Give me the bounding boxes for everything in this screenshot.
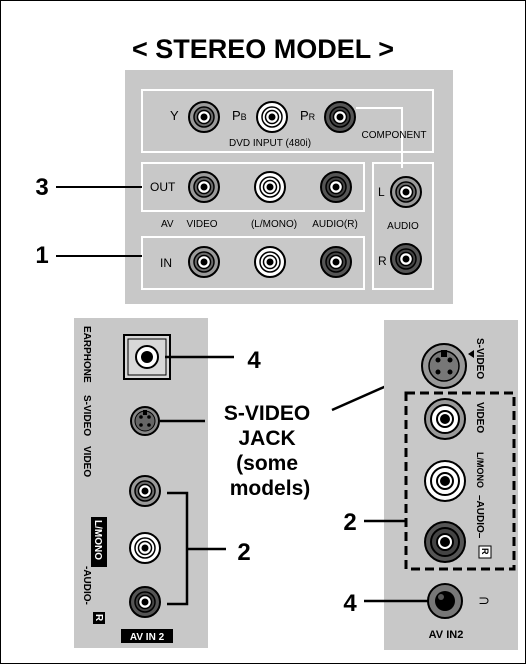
in-video-jack[interactable] [188,246,220,278]
left-r-bg [93,612,105,624]
left-audio-label: -AUDIO- [81,566,92,605]
right-audio-r-jack[interactable] [424,521,466,563]
y-label: Y [170,108,179,123]
av-label: AV [161,219,174,230]
video-label: VIDEO [186,219,217,230]
left-lmono-bg [91,517,107,567]
audio-l-jack[interactable] [390,176,422,208]
component-box [141,89,434,153]
svideo-callout-line-1: S-VIDEO [224,402,310,425]
component-label: COMPONENT [362,130,427,141]
svideo-callout-line-3: (some [236,452,298,475]
out-video-jack[interactable] [188,171,220,203]
svideo-callout-line-4: models) [230,477,311,500]
lmono-label: (L/MONO) [251,219,297,230]
right-r-box [478,545,492,559]
top-panel: Y PB PR DVD INPUT (480i) COMPONENT OUT A… [125,70,453,304]
left-av-in-label: AV IN 2 [130,632,165,643]
left-r-label: R [93,614,104,622]
out-audio-r-jack[interactable] [320,171,352,203]
right-svideo-jack[interactable] [421,343,467,389]
right-lmono-label: L/MONO [475,452,485,488]
in-row-box [141,236,365,290]
left-av-callout: 2 [237,539,250,566]
right-video-label: VIDEO [474,402,485,433]
audio-r-label: AUDIO(R) [312,219,358,230]
audio-l-label: L [378,185,385,199]
left-svideo-label: S-VIDEO [81,395,92,436]
out-label: OUT [150,180,176,194]
audio-r-jack[interactable] [390,243,422,275]
right-av-dashed-box [404,391,516,571]
pb-label: PB [232,108,247,123]
left-svideo-jack[interactable] [130,406,160,436]
right-lmono-jack[interactable] [424,460,466,502]
right-svideo-label: S-VIDEO [474,338,485,379]
right-av-callout: 2 [343,509,356,536]
in-lmono-jack[interactable] [254,246,286,278]
pr-label: PR [300,108,316,123]
in-label: IN [160,256,172,270]
dvd-input-label: DVD INPUT (480i) [229,138,311,149]
svideo-jack-callout: S-VIDEO JACK (some models) [224,402,316,500]
pb-jack[interactable] [256,101,288,133]
right-earphone-callout: 4 [343,590,357,617]
left-av-in-bg [121,629,173,643]
earphone-label: EARPHONE [81,326,92,383]
right-side-panel: S-VIDEO VIDEO L/MONO –AUDIO– R ⊃ AV IN2 [384,320,518,650]
left-lmono-jack[interactable] [129,532,161,564]
right-earphone-jack[interactable] [427,583,463,619]
right-r-label: R [480,548,490,555]
out-lmono-jack[interactable] [254,171,286,203]
audio-r-side-label: R [378,254,387,268]
left-audio-r-jack[interactable] [129,586,161,618]
earphone-callout: 4 [247,347,261,374]
callout-3: 3 [35,174,48,201]
left-video-jack[interactable] [129,475,161,507]
right-audio-label: –AUDIO– [474,495,485,539]
svideo-callout-line-2: JACK [238,427,295,450]
y-jack[interactable] [188,101,220,133]
svideo-arrow-icon [468,350,474,358]
diagram-title: < STEREO MODEL > [132,34,394,64]
in-audio-r-jack[interactable] [320,246,352,278]
right-video-jack[interactable] [424,398,466,440]
headphone-icon: ⊃ [478,593,490,609]
left-side-panel: EARPHONE S-VIDEO VIDEO L/MONO -AUDIO- R … [74,318,208,648]
right-av-in-label: AV IN2 [429,629,464,641]
callout-1: 1 [35,242,48,269]
left-lmono-label: L/MONO [92,520,103,560]
component-audio-link [356,107,403,168]
audio-label: AUDIO [387,221,419,232]
left-video-label: VIDEO [81,446,92,477]
pr-jack[interactable] [324,101,356,133]
